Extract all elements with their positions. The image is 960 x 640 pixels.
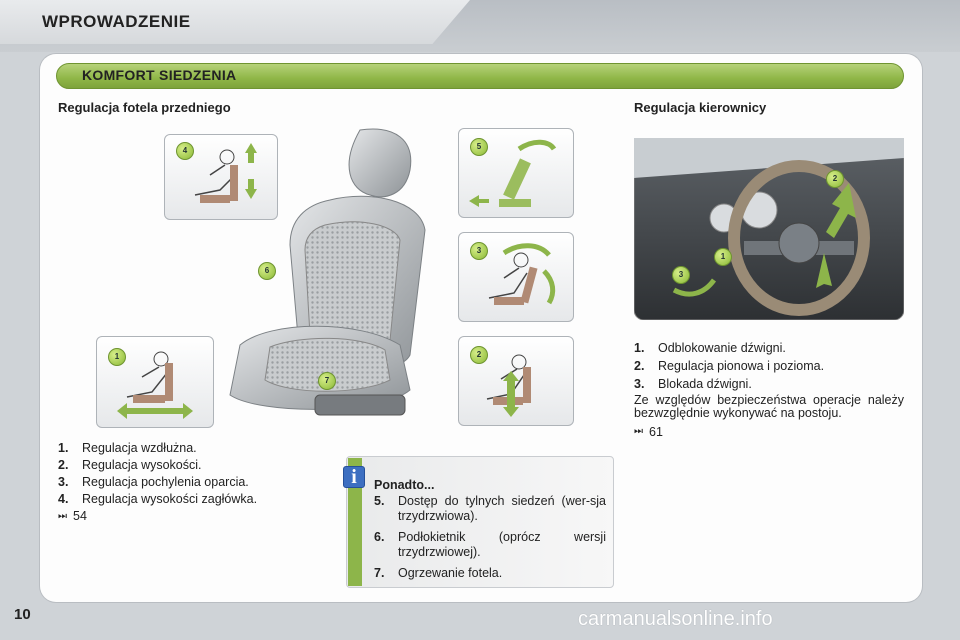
badge-5: 5 — [470, 138, 488, 156]
double-arrow-right-icon: ⏭ — [58, 511, 67, 522]
list-item: 2.Regulacja pionowa i pozioma. — [634, 359, 825, 373]
info-stripe — [348, 458, 362, 586]
height-diagram — [486, 354, 531, 417]
recline-diagram — [488, 243, 556, 305]
section-bar — [56, 63, 904, 89]
info-list: 5.Dostęp do tylnych siedzeń (wer-sja trz… — [374, 494, 606, 587]
longitudinal-diagram — [117, 351, 193, 419]
steering-illustration — [634, 138, 904, 320]
steering-heading: Regulacja kierownicy — [634, 100, 767, 115]
header-tab — [0, 0, 470, 44]
watermark: carmanualsonline.info — [578, 608, 773, 630]
list-item: 2.Regulacja wysokości. — [58, 458, 202, 472]
safety-note: Ze względów bezpieczeństwa operacje nale… — [634, 393, 904, 420]
badge-3: 3 — [470, 242, 488, 260]
page-reference[interactable]: ⏭ 61 — [634, 425, 663, 439]
page-reference[interactable]: ⏭ 54 — [58, 509, 87, 523]
diagram-headrest — [164, 134, 278, 220]
badge-6: 6 — [258, 262, 276, 280]
rear-access-diagram — [469, 139, 557, 207]
list-item: 1.Regulacja wzdłużna. — [58, 441, 197, 455]
page-title: WPROWADZENIE — [42, 12, 191, 31]
diagram-rear-access — [458, 128, 574, 218]
list-item: 3.Regulacja pochylenia oparcia. — [58, 475, 249, 489]
section-title: KOMFORT SIEDZENIA — [82, 67, 237, 83]
page-number: 10 — [14, 606, 31, 623]
steering-badge-3: 3 — [672, 266, 690, 284]
info-icon: i — [343, 466, 365, 488]
info-box — [346, 456, 614, 588]
seat-list: 1.Regulacja wzdłużna. 2.Regulacja wysoko… — [58, 440, 338, 525]
badge-2: 2 — [470, 346, 488, 364]
seat-heading: Regulacja fotela przedniego — [58, 100, 231, 115]
badge-4: 4 — [176, 142, 194, 160]
headrest-height-diagram — [194, 143, 257, 203]
double-arrow-right-icon: ⏭ — [634, 426, 643, 437]
list-item: 6.Podłokietnik (oprócz wersji trzydrzwio… — [374, 530, 606, 559]
steering-badge-2: 2 — [826, 170, 844, 188]
list-item: 4.Regulacja wysokości zagłówka. — [58, 492, 258, 506]
info-title: Ponadto... — [374, 478, 435, 492]
list-item: 5.Dostęp do tylnych siedzeń (wer-sja trz… — [374, 494, 606, 523]
seat-illustration — [229, 128, 426, 416]
list-item: 7.Ogrzewanie fotela. — [374, 566, 503, 580]
steering-badge-1: 1 — [714, 248, 732, 266]
badge-1: 1 — [108, 348, 126, 366]
steering-list: 1.Odblokowanie dźwigni. 2.Regulacja pion… — [634, 340, 904, 440]
badge-7: 7 — [318, 372, 336, 390]
list-item: 1.Odblokowanie dźwigni. — [634, 341, 786, 355]
list-item: 3.Blokada dźwigni. — [634, 377, 752, 391]
